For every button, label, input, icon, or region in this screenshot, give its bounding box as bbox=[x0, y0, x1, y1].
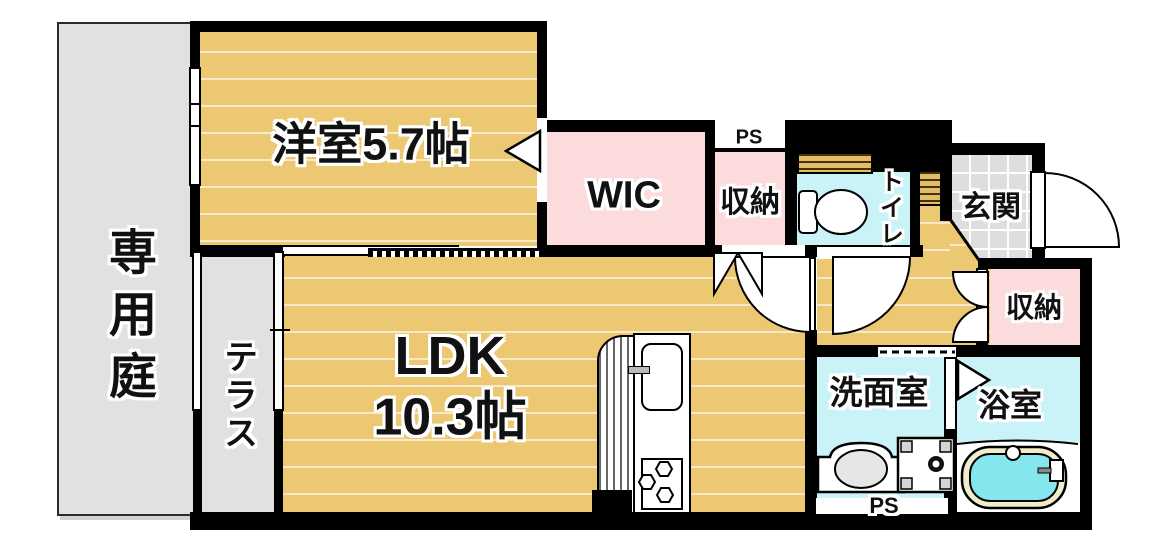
kitchen-faucet-icon bbox=[628, 366, 650, 374]
wall bbox=[537, 120, 715, 132]
closet-right-floor bbox=[990, 268, 1080, 345]
wall bbox=[705, 120, 715, 252]
wic-door-opening bbox=[537, 118, 547, 202]
kitchen-wall-stub bbox=[592, 490, 632, 516]
wic-floor bbox=[547, 132, 707, 245]
terrace-label: テラス bbox=[218, 339, 257, 453]
wall bbox=[940, 143, 952, 221]
sliding-door-track bbox=[368, 248, 544, 257]
bathtub-deck bbox=[957, 442, 1080, 512]
entrance-label: 玄関 bbox=[961, 191, 1021, 224]
kitchen-counter bbox=[597, 335, 635, 516]
bathroom-door-strip bbox=[946, 359, 955, 429]
wall bbox=[785, 120, 797, 252]
ps-bottom-label: PS bbox=[869, 493, 899, 518]
ps-top-label: PS bbox=[735, 126, 763, 149]
wall bbox=[190, 183, 200, 252]
bathroom-label: 浴室 bbox=[977, 387, 1043, 423]
wall bbox=[785, 120, 952, 132]
wall bbox=[790, 130, 952, 152]
entrance-door-leaf bbox=[1030, 171, 1046, 249]
washroom-sliding-opening bbox=[878, 347, 956, 357]
toilet-cabinet bbox=[797, 152, 873, 174]
washroom-label: 洗面室 bbox=[829, 374, 929, 411]
wall bbox=[940, 143, 1045, 155]
kitchen-stove bbox=[641, 458, 683, 510]
wall bbox=[1080, 258, 1092, 518]
kitchen-sink bbox=[641, 343, 683, 411]
closet-right-door-leaf bbox=[976, 268, 988, 345]
wall bbox=[910, 132, 920, 257]
wall bbox=[805, 245, 817, 257]
ldk-size-label: 10.3帖 bbox=[373, 388, 527, 447]
closet-top-door-opening bbox=[722, 245, 805, 257]
wall bbox=[715, 148, 785, 152]
wall bbox=[190, 512, 1092, 530]
toilet-door-opening bbox=[817, 245, 910, 259]
ps-bottom-box bbox=[816, 498, 948, 514]
hallway-floor bbox=[817, 250, 990, 357]
wall bbox=[274, 408, 283, 512]
ldk-label: LDK bbox=[394, 326, 506, 386]
ps-top-box bbox=[715, 128, 785, 148]
wic-label: WIC bbox=[587, 174, 661, 217]
wall bbox=[193, 408, 202, 512]
western-room-label: 洋室5.7帖 bbox=[272, 118, 470, 170]
entrance-door-swing bbox=[1044, 171, 1121, 248]
wall bbox=[537, 21, 547, 132]
toilet-label: トイレ bbox=[875, 169, 903, 247]
terrace-area bbox=[200, 252, 276, 512]
wall bbox=[190, 245, 285, 257]
wall bbox=[1032, 143, 1045, 175]
closet-top-floor bbox=[715, 148, 785, 245]
wall bbox=[190, 21, 547, 32]
wall bbox=[910, 245, 923, 257]
ldk-hall-door-leaf bbox=[803, 257, 816, 332]
wall bbox=[805, 330, 817, 512]
closet-top-label: 収納 bbox=[720, 186, 780, 219]
wall bbox=[978, 258, 1092, 269]
western-room-floor bbox=[193, 24, 545, 246]
wall bbox=[537, 245, 722, 257]
ldk-floor bbox=[283, 250, 805, 512]
wall bbox=[190, 21, 200, 70]
garden-area bbox=[57, 22, 197, 516]
closet-right-label: 収納 bbox=[1005, 292, 1063, 323]
garden-label: 専用庭 bbox=[101, 227, 154, 413]
